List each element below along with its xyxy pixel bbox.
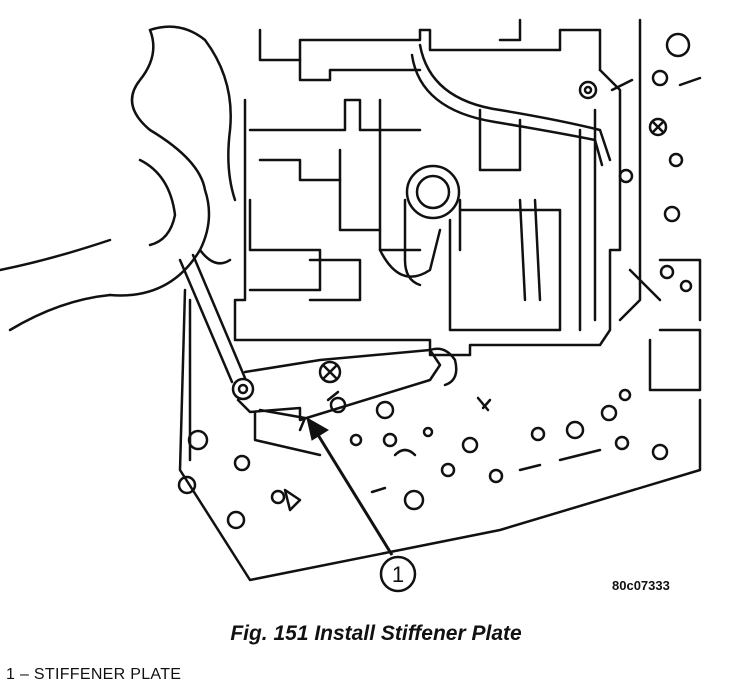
technician-hand [0, 25, 237, 332]
screwdriver [178, 253, 255, 401]
legend-item: 1 – STIFFENER PLATE [6, 666, 181, 684]
figure-caption: Fig. 151 Install Stiffener Plate [230, 622, 522, 645]
legend-number: 1 [6, 666, 16, 683]
callout-1: 1 [379, 555, 417, 593]
legend-separator: – [15, 666, 34, 683]
stiffener-plate [236, 347, 458, 432]
figure-reference-code: 80c07333 [612, 578, 670, 593]
callout-number: 1 [392, 562, 404, 587]
callout-leader-arrow [306, 417, 394, 556]
stiffener-plate-illustration: 1 [0, 18, 702, 593]
right-side-holes [578, 32, 702, 293]
retaining-wire [410, 43, 612, 167]
legend-label: STIFFENER PLATE [33, 666, 182, 683]
separator-plate [177, 288, 702, 582]
valve-body-housing [233, 18, 702, 392]
